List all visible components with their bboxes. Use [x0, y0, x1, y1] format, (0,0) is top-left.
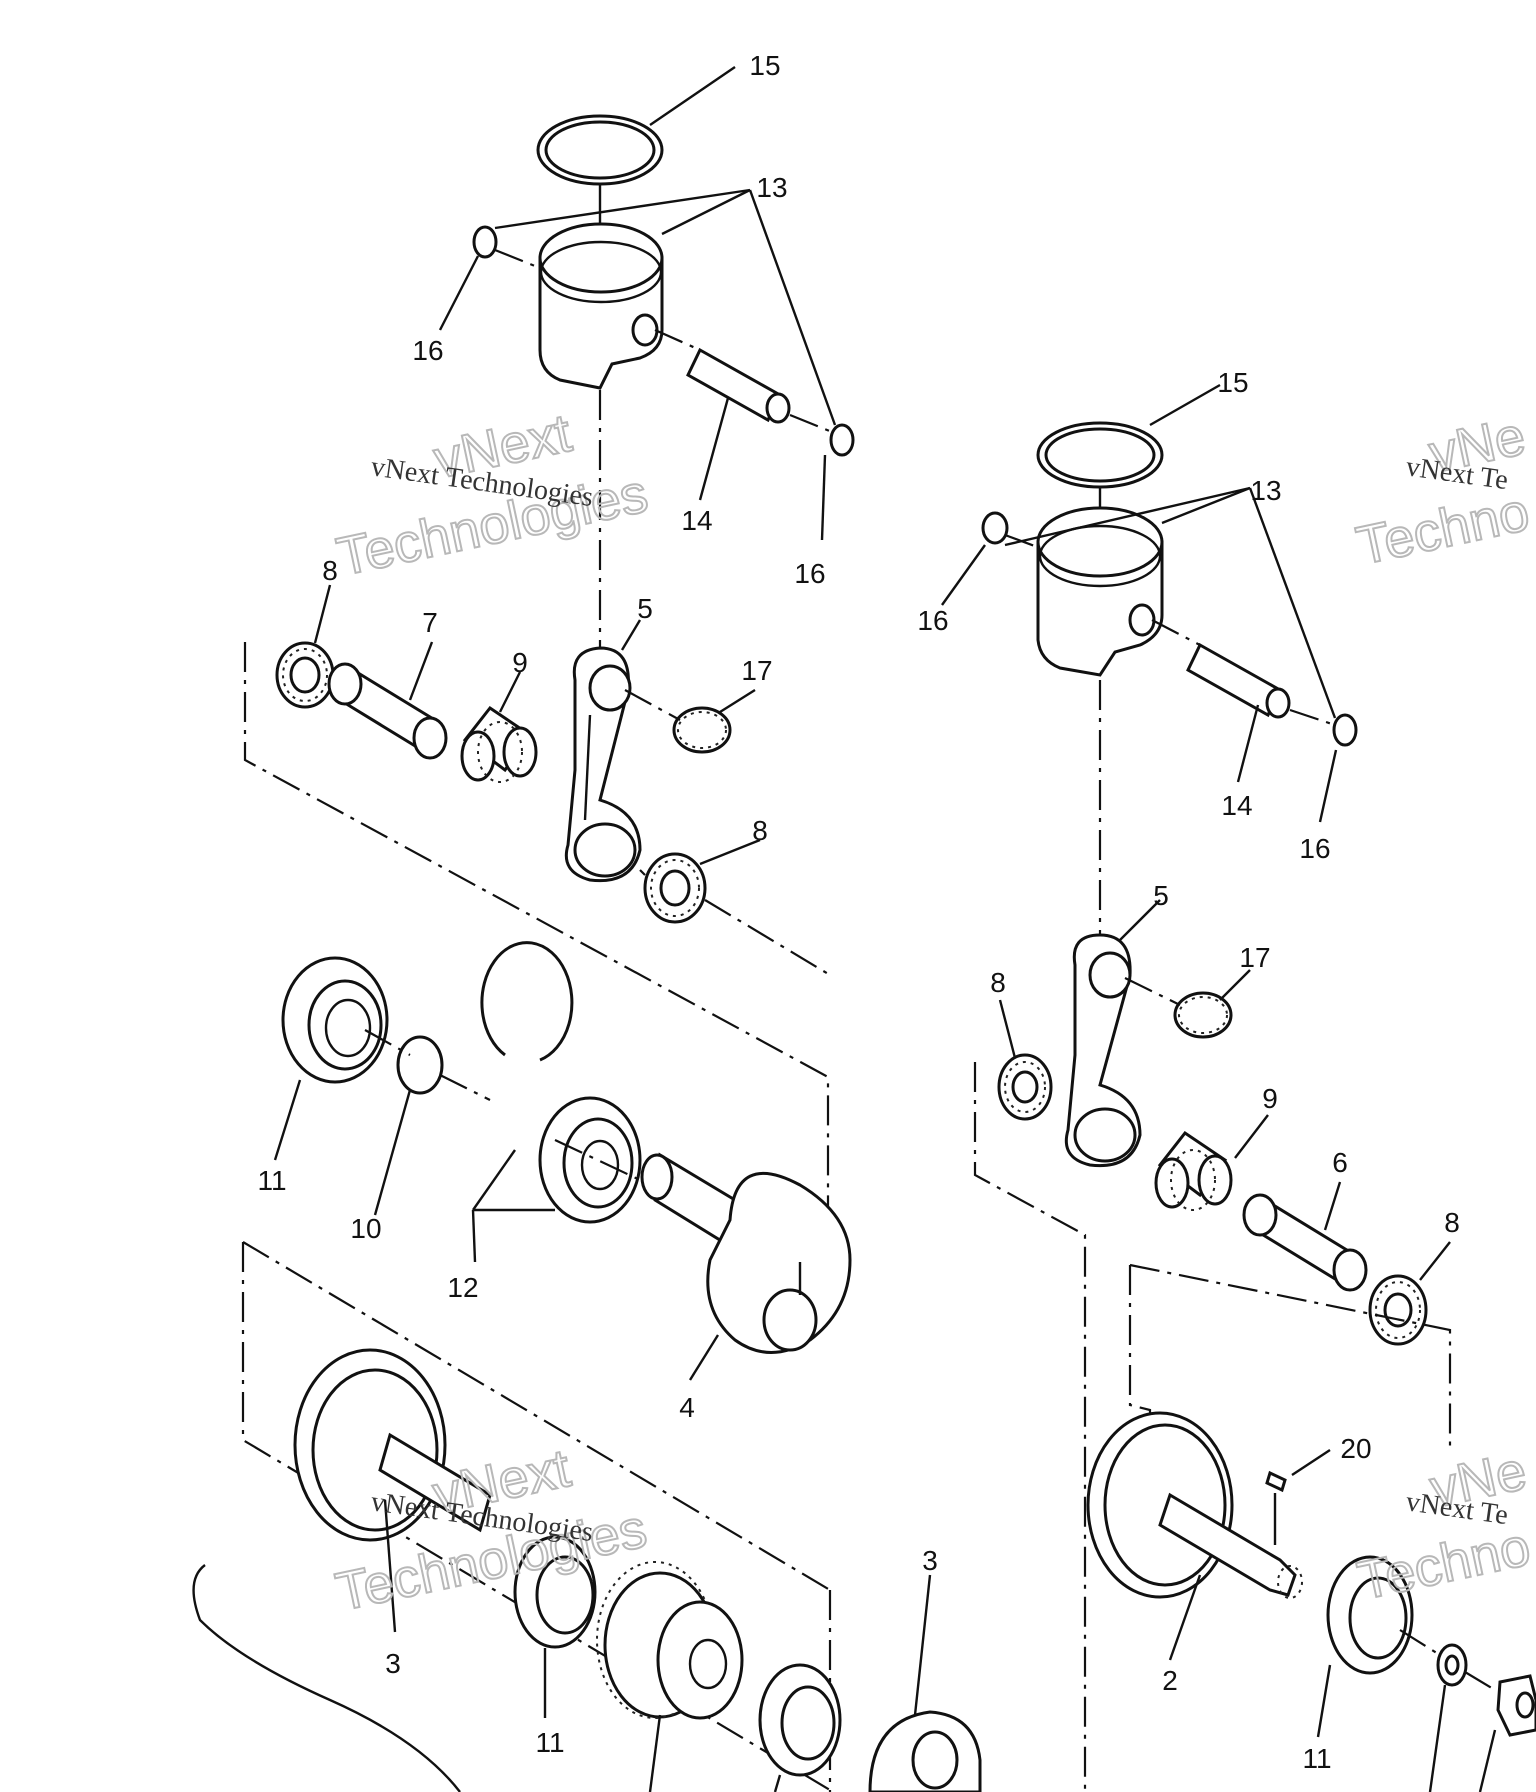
right-connecting-rod: [1064, 933, 1142, 1168]
callout-5a: 5: [637, 593, 653, 624]
callout-8c: 8: [990, 967, 1006, 998]
left-piston-ring: [536, 114, 664, 246]
callout-16c: 16: [917, 605, 948, 636]
left-seal-spool: [596, 1561, 744, 1720]
right-thrust-washer-8d: [1368, 1274, 1428, 1346]
callout-2: 2: [1162, 1665, 1178, 1696]
right-nut: [1496, 1674, 1536, 1737]
left-main-bearing-11b: [513, 1535, 597, 1649]
callout-17b: 17: [1239, 942, 1270, 973]
callout-9a: 9: [512, 647, 528, 678]
callout-labels: 15 13 16 14 16 8 7 9 5 17 8 15 13 16 14 …: [257, 50, 1459, 1774]
callout-15b: 15: [1217, 367, 1248, 398]
callout-7: 7: [422, 607, 438, 638]
left-connecting-rod: [564, 646, 642, 883]
callout-16a: 16: [412, 335, 443, 366]
left-circlip-16b: [829, 423, 855, 457]
left-main-bearing-11a: [281, 956, 389, 1084]
callout-6: 6: [1332, 1147, 1348, 1178]
callout-16b: 16: [794, 558, 825, 589]
left-crank-half-3a: [293, 1348, 492, 1542]
callout-11b: 11: [535, 1727, 564, 1758]
right-woodruff-key-20: [1265, 1470, 1287, 1545]
callout-20: 20: [1340, 1433, 1371, 1464]
right-piston: [1036, 506, 1164, 677]
right-thrust-washer-8c: [997, 1053, 1053, 1121]
left-thrust-washer-8a: [275, 641, 335, 709]
callout-13a: 13: [756, 172, 787, 203]
callout-14b: 14: [1221, 790, 1252, 821]
callout-5b: 5: [1153, 880, 1169, 911]
left-crank-half-4: [640, 1152, 852, 1354]
left-needle-bearing-9: [460, 705, 538, 783]
callout-11a: 11: [257, 1165, 286, 1196]
right-piston-pin: [1151, 619, 1291, 719]
left-snap-ring-12: [480, 941, 574, 1062]
right-needle-bearing-9: [1154, 1130, 1233, 1211]
callout-12: 12: [447, 1272, 478, 1303]
callout-8a: 8: [322, 555, 338, 586]
right-circlip-16d: [1332, 713, 1358, 747]
right-crank-pin-6: [1242, 1193, 1368, 1292]
right-small-end-bearing-17: [1173, 991, 1233, 1039]
left-piston: [538, 222, 664, 390]
left-piston-pin: [654, 328, 791, 424]
watermark-clip-line2b: Techno: [1353, 1517, 1536, 1612]
callout-10: 10: [350, 1213, 381, 1244]
callout-3b: 3: [922, 1545, 938, 1576]
right-crank-half-2: [1086, 1411, 1303, 1599]
callout-9b: 9: [1262, 1083, 1278, 1114]
left-thrust-washer-8b: [643, 852, 707, 924]
callout-13b: 13: [1250, 475, 1281, 506]
callout-4: 4: [679, 1392, 695, 1423]
callout-3a: 3: [385, 1648, 401, 1679]
right-main-bearing-11c: [1326, 1555, 1414, 1675]
callout-14a: 14: [681, 505, 712, 536]
left-small-end-bearing-17: [672, 706, 732, 754]
right-piston-ring: [1036, 421, 1164, 535]
left-main-bearing-c: [758, 1663, 842, 1777]
callout-16d: 16: [1299, 833, 1330, 864]
left-crank-half-3b: [868, 1710, 982, 1792]
left-main-bearing-12b: [538, 1096, 642, 1224]
left-crankcase-outline: [192, 1564, 461, 1792]
left-circlip-16a: [472, 225, 498, 259]
callout-15a: 15: [749, 50, 780, 81]
callout-17a: 17: [741, 655, 772, 686]
callout-8d: 8: [1444, 1207, 1460, 1238]
left-circlip-10: [396, 1035, 444, 1095]
right-circlip-16c: [981, 511, 1009, 545]
right-washer: [1436, 1643, 1468, 1687]
callout-11c: 11: [1302, 1743, 1331, 1774]
callout-8b: 8: [752, 815, 768, 846]
left-crank-pin-7: [327, 662, 448, 760]
watermark-clip-line2: Techno: [1352, 482, 1535, 577]
